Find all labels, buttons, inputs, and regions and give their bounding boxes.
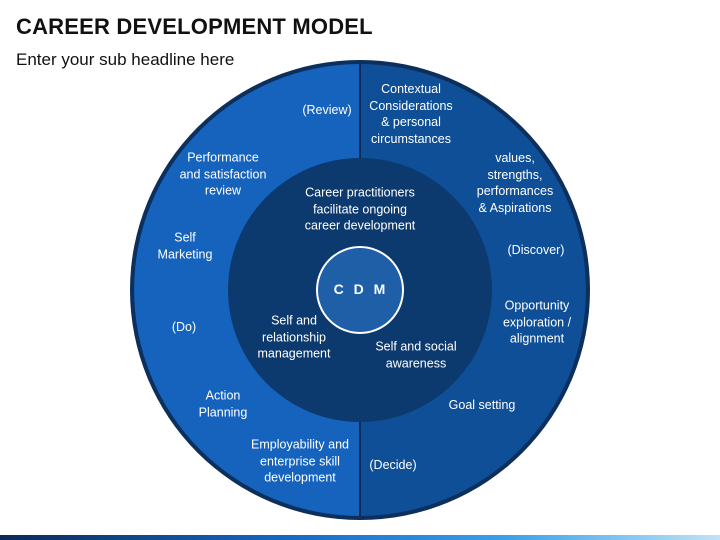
page-title: CAREER DEVELOPMENT MODEL xyxy=(16,14,373,39)
do-phase-label: (Do) xyxy=(171,319,197,334)
discover-phase-label: (Discover) xyxy=(507,242,565,257)
values-aspirations-text: values,strengths,performances& Aspiratio… xyxy=(476,151,554,215)
goal-setting-text: Goal setting xyxy=(448,397,516,412)
bottom-accent-bar xyxy=(0,535,720,540)
decide-phase-label: (Decide) xyxy=(369,457,417,472)
page-subtitle: Enter your sub headline here xyxy=(16,50,235,69)
review-phase-label: (Review) xyxy=(302,102,352,117)
cdm-center-label: C D M xyxy=(333,281,389,297)
center-circle xyxy=(316,246,404,334)
